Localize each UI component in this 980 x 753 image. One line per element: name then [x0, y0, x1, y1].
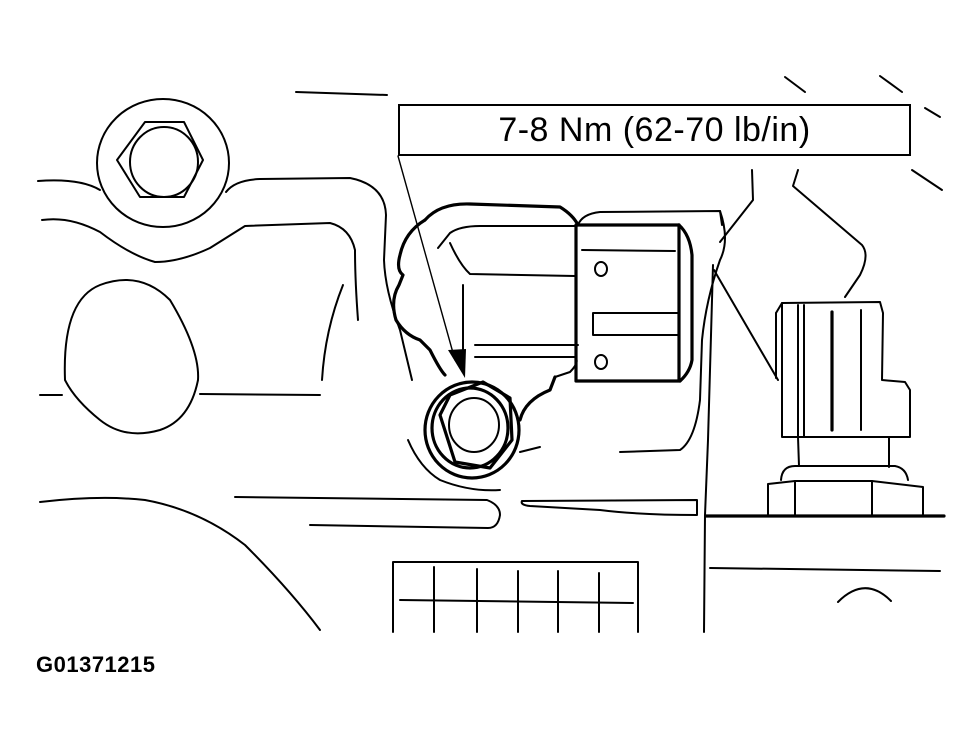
housing-edge-right-2 [719, 169, 754, 243]
callout-leader-line [397, 155, 456, 361]
figure-id-label: G01371215 [36, 652, 156, 677]
hatch-line-4 [911, 169, 943, 191]
grid-plate [392, 561, 639, 633]
torque-callout-box: 7-8 Nm (62-70 lb/in) [398, 104, 911, 156]
lower-contour-1 [39, 496, 321, 631]
lower-right-line [709, 567, 941, 572]
casting-contour-3 [41, 218, 359, 321]
housing-edge-top [295, 91, 388, 96]
right-connector [767, 169, 924, 517]
casting-edge-mid [199, 393, 321, 396]
housing-bracket [713, 269, 779, 381]
arrow-head-icon [448, 349, 466, 378]
housing-vertical-line [703, 264, 714, 633]
hatch-line-2 [879, 75, 903, 93]
hatch-line-3 [924, 107, 941, 118]
mounting-bolt [407, 375, 557, 492]
casting-contour-2 [225, 177, 413, 381]
hatch-line-1 [784, 76, 806, 93]
casting-contour-1 [37, 179, 101, 191]
sensor-body [392, 202, 723, 383]
housing-edge-right-1 [619, 210, 726, 453]
lower-right-arc [837, 587, 892, 603]
upper-left-bolt [96, 98, 230, 228]
lower-contour-2 [234, 496, 501, 529]
torque-spec-label: 7-8 Nm (62-70 lb/in) [498, 110, 811, 149]
casting-oval [63, 279, 200, 435]
lower-contour-3 [520, 499, 698, 516]
casting-curve-inner [321, 284, 344, 381]
